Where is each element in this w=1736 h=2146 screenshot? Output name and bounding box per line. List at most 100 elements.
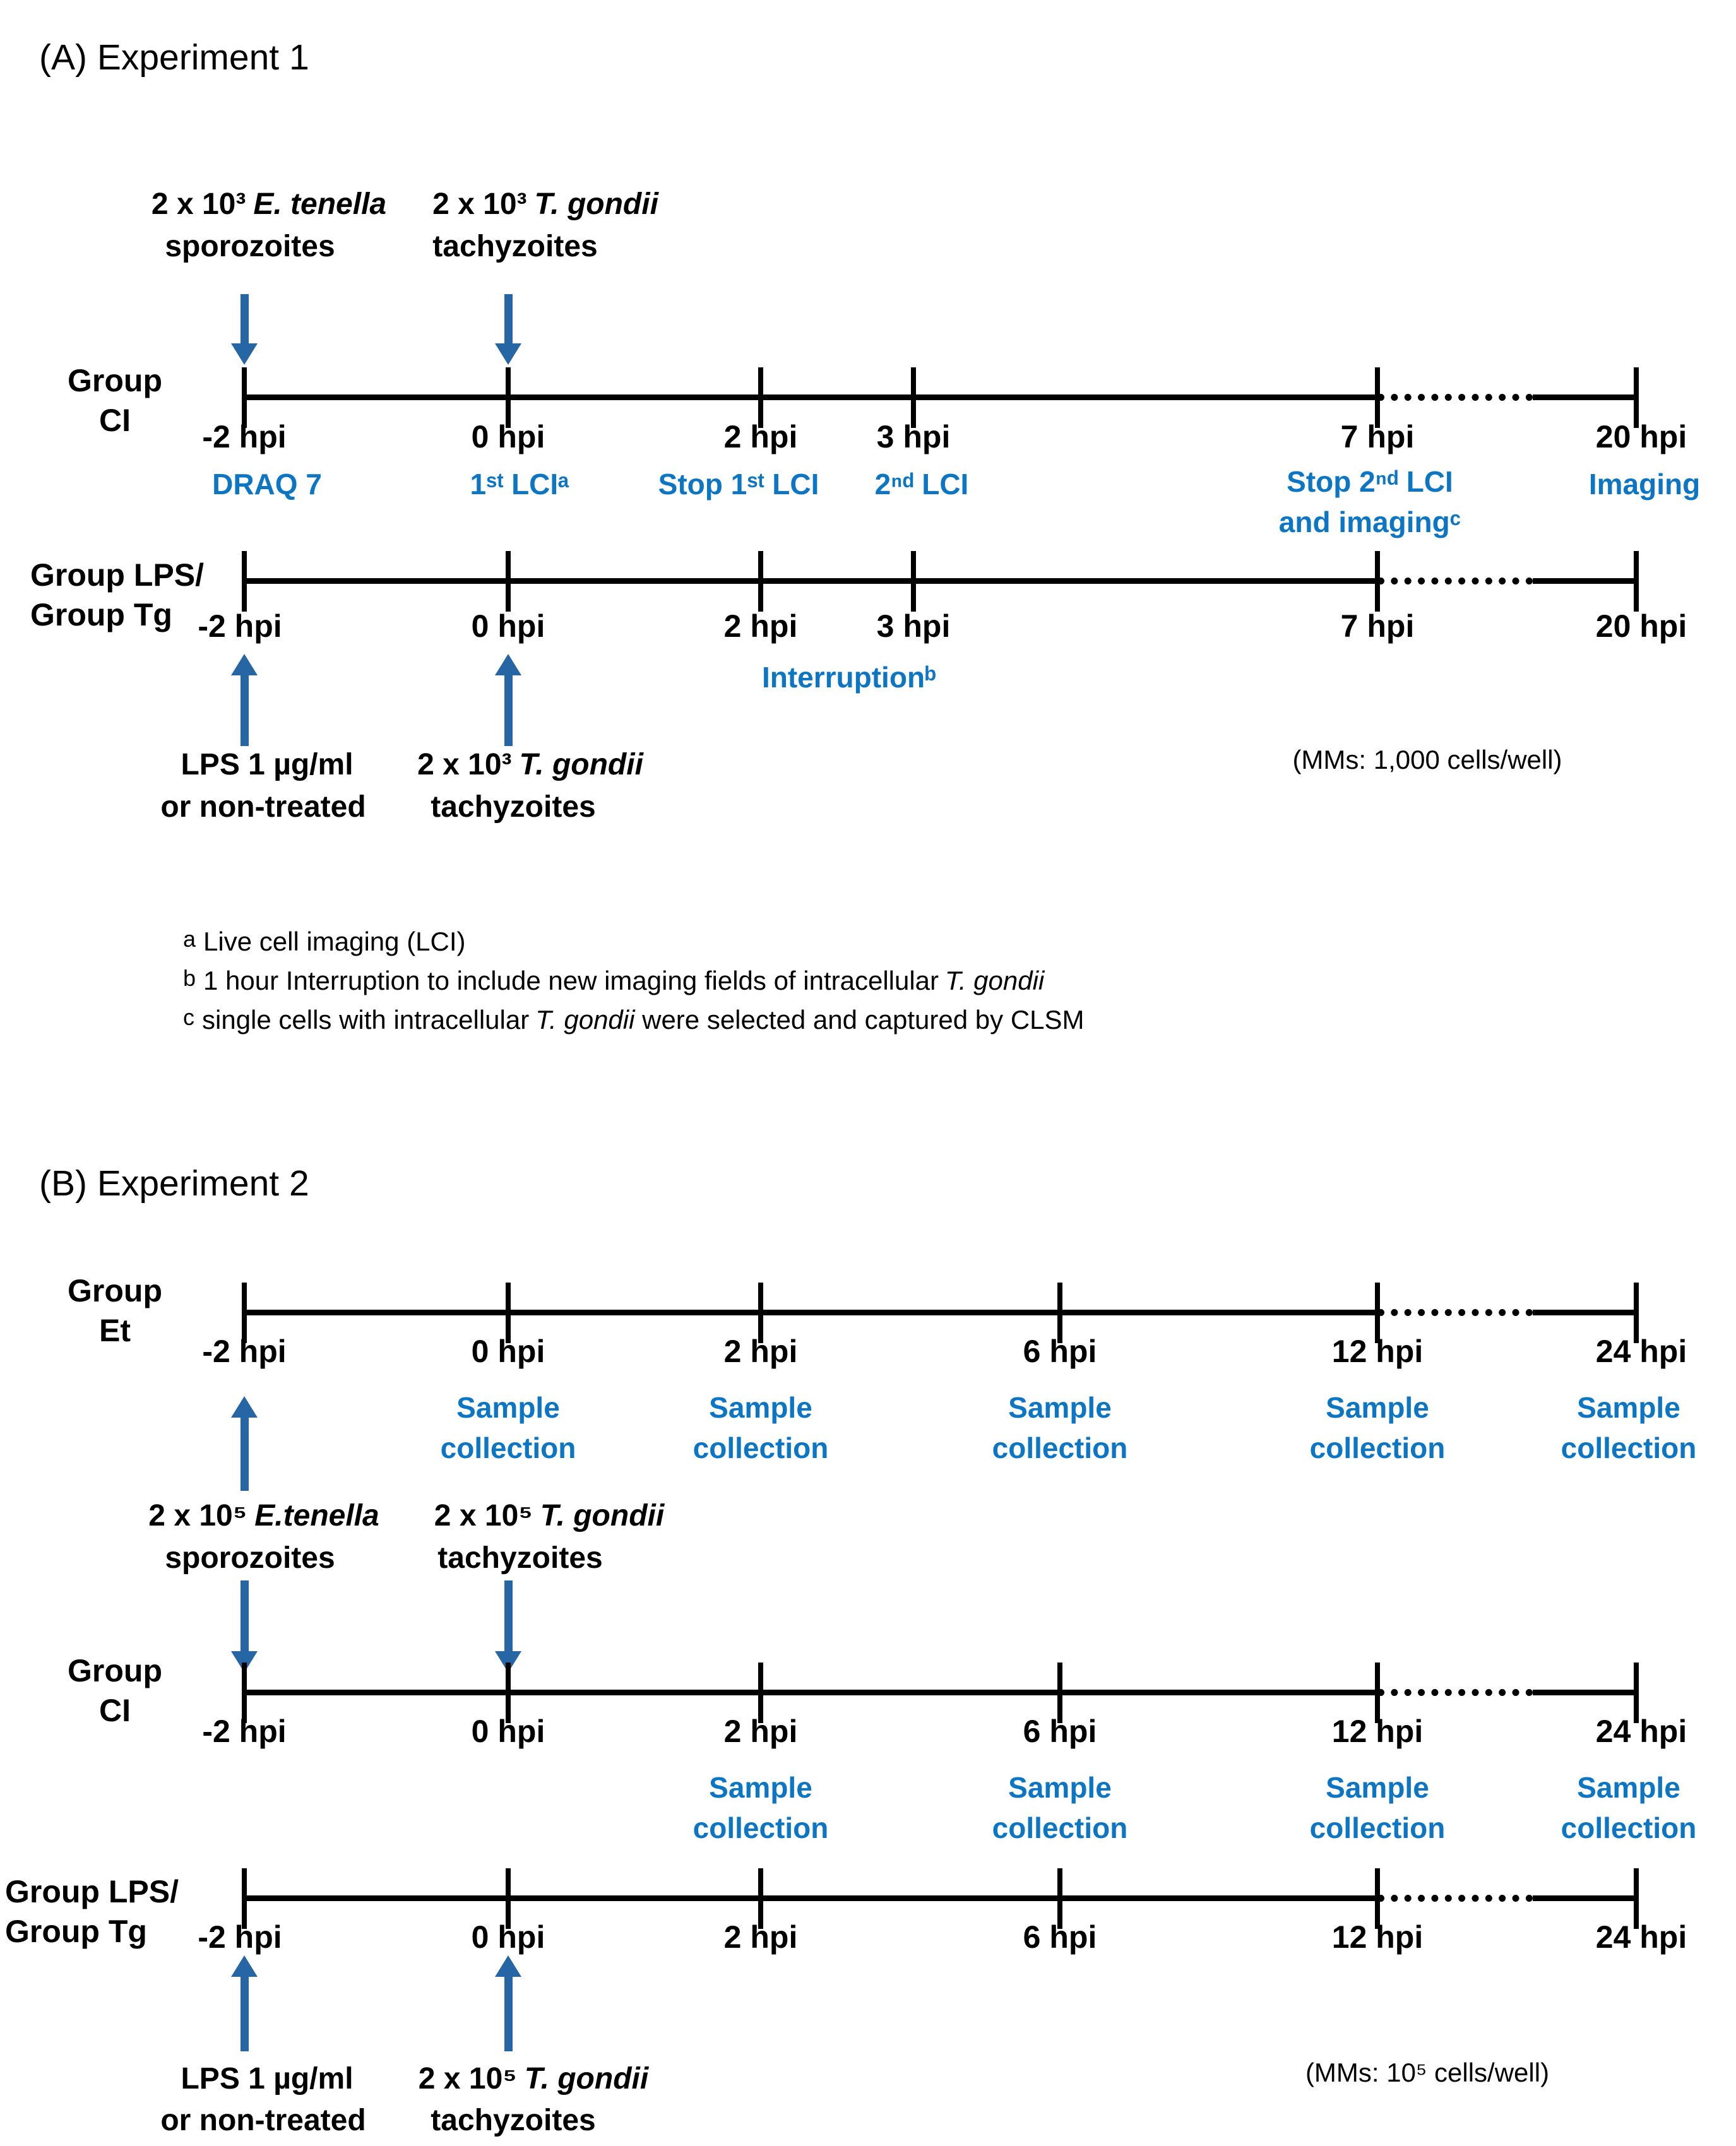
timeline-line — [244, 1895, 1377, 1901]
timeline-dotted-break — [1377, 1309, 1533, 1316]
tick-label: 7 hpi — [1340, 608, 1415, 644]
inoculation-qty: 2 x 10⁵ — [434, 1499, 533, 1532]
timeline-tick — [1634, 1663, 1639, 1723]
tick-label: 3 hpi — [876, 608, 951, 644]
tick-label: 2 hpi — [723, 608, 798, 644]
timeline-tick — [242, 367, 247, 428]
timeline-tick — [758, 1663, 763, 1723]
inoculation-qty: 2 x 10⁵ — [148, 1499, 247, 1532]
arrowhead-down-icon — [495, 343, 521, 365]
timeline-line — [1533, 578, 1636, 584]
timeline-tick — [506, 367, 511, 428]
timeline-tick — [1057, 1663, 1062, 1723]
timeline-dotted-break — [1377, 1689, 1533, 1696]
tick-label: -2 hpi — [202, 1334, 287, 1369]
tick-label: 6 hpi — [1023, 1334, 1097, 1369]
tick-label: 24 hpi — [1595, 1334, 1687, 1369]
tick-label: -2 hpi — [198, 608, 282, 644]
tick-label: 3 hpi — [876, 419, 951, 454]
treatment-lps-line2: or non-treated — [160, 2104, 366, 2137]
arrowhead-up-icon — [231, 654, 258, 675]
tick-label: 0 hpi — [471, 1714, 545, 1749]
timeline-tick — [1375, 1283, 1380, 1343]
tick-label: 20 hpi — [1595, 419, 1687, 454]
event-draq7: DRAQ 7 — [212, 468, 322, 501]
panel-b-title: (B) Experiment 2 — [39, 1163, 309, 1204]
timeline-tick — [758, 367, 763, 428]
timeline-tick — [506, 1868, 511, 1929]
timeline-line — [1533, 1310, 1636, 1315]
inoculation-qty: 2 x 10³ — [432, 187, 527, 221]
timeline-tick — [1634, 551, 1639, 612]
timeline-dotted-break — [1377, 578, 1533, 584]
timeline-tick — [1634, 367, 1639, 428]
arrowhead-up-icon — [495, 654, 521, 675]
up-arrow — [231, 1955, 258, 2051]
up-arrow — [231, 1396, 258, 1491]
timeline-tick — [911, 367, 916, 428]
timeline-line — [1533, 1895, 1636, 1901]
tick-label: 0 hpi — [471, 1919, 545, 1955]
panel-a-title: (A) Experiment 1 — [39, 37, 309, 78]
timeline-line — [244, 578, 1377, 584]
up-arrow — [495, 654, 521, 746]
species-name: T. gondii — [524, 2062, 649, 2096]
timeline-tick — [506, 551, 511, 612]
tick-label: 7 hpi — [1340, 419, 1415, 454]
tick-label: 12 hpi — [1331, 1334, 1424, 1369]
timeline-tick — [911, 551, 916, 612]
inoculation-form: sporozoites — [165, 1541, 335, 1575]
tick-label: 6 hpi — [1023, 1919, 1097, 1955]
timeline-dotted-break — [1377, 394, 1533, 401]
treatment-lps-line1: LPS 1 µg/ml — [181, 2062, 354, 2096]
tick-label: 6 hpi — [1023, 1714, 1097, 1749]
inoculation-qty: 2 x 10³ — [151, 187, 246, 221]
tick-label: 2 hpi — [723, 1919, 798, 1955]
inoculation-form: tachyzoites — [437, 1541, 603, 1575]
tick-label: -2 hpi — [202, 419, 287, 454]
timeline-tick — [506, 1663, 511, 1723]
timeline-line — [1533, 394, 1636, 400]
arrowhead-down-icon — [231, 343, 258, 365]
species-name: T. gondii — [534, 187, 658, 221]
footnote-marker: c — [183, 1004, 194, 1030]
down-arrow — [231, 1580, 258, 1673]
event-first-lci: 1ˢᵗ LCIᵃ — [470, 468, 569, 501]
arrowhead-up-icon — [231, 1396, 258, 1418]
timeline-tick — [1634, 1868, 1639, 1929]
treatment-tgondii-form: tachyzoites — [431, 790, 596, 824]
down-arrow — [495, 294, 521, 365]
mms-note-b: (MMs: 10⁵ cells/well) — [1305, 2058, 1550, 2087]
timeline-tick — [242, 1868, 247, 1929]
tick-label: 24 hpi — [1595, 1919, 1687, 1955]
arrowhead-up-icon — [231, 1955, 258, 1977]
treatment-tgondii-form: tachyzoites — [431, 2104, 596, 2137]
timeline-line — [244, 1690, 1377, 1695]
species-name: E.tenella — [254, 1499, 379, 1532]
tick-label: 0 hpi — [471, 608, 545, 644]
timeline-tick — [242, 1663, 247, 1723]
group-label-ci: Group CI — [68, 363, 162, 438]
timeline-tick — [758, 1868, 763, 1929]
timeline-tick — [1634, 1283, 1639, 1343]
down-arrow — [231, 294, 258, 365]
timeline-tick — [242, 1283, 247, 1343]
timeline-tick — [758, 1283, 763, 1343]
timeline-tick — [1375, 367, 1380, 428]
inoculation-qty: 2 x 10⁵ — [418, 2062, 517, 2096]
treatment-lps-line1: LPS 1 µg/ml — [181, 748, 354, 781]
